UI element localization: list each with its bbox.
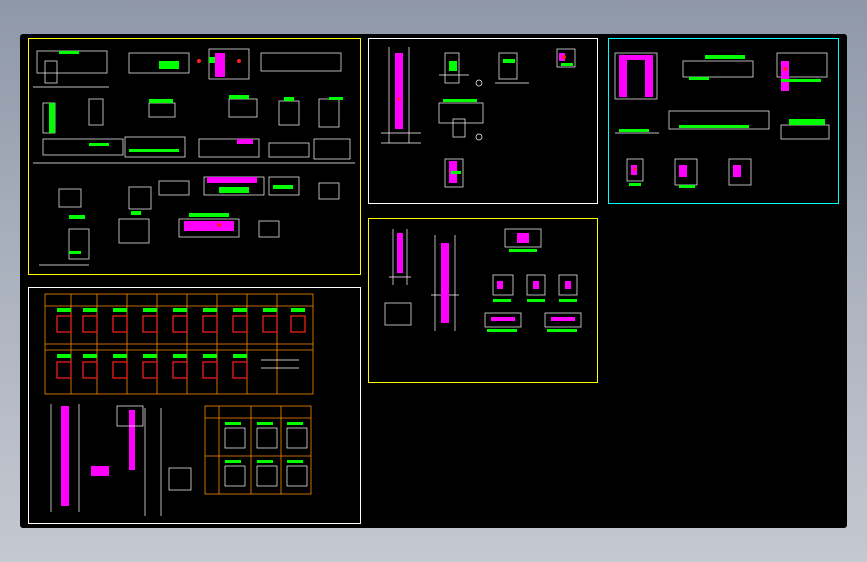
beam-details-drawing xyxy=(33,48,355,266)
sheet-slab-beam-details[interactable] xyxy=(608,38,839,204)
cad-drawing-canvas[interactable] xyxy=(20,34,847,528)
wall-column-details-drawing xyxy=(381,47,576,188)
sheet-wall-column-details[interactable] xyxy=(368,38,598,204)
slab-beam-details-drawing xyxy=(614,52,830,188)
sheet-beam-details[interactable] xyxy=(28,38,361,275)
column-section-tables-drawing xyxy=(44,293,314,516)
sheet-column-section-tables[interactable] xyxy=(28,287,361,524)
sheet-joint-details[interactable] xyxy=(368,218,598,383)
joint-details-drawing xyxy=(384,228,582,332)
